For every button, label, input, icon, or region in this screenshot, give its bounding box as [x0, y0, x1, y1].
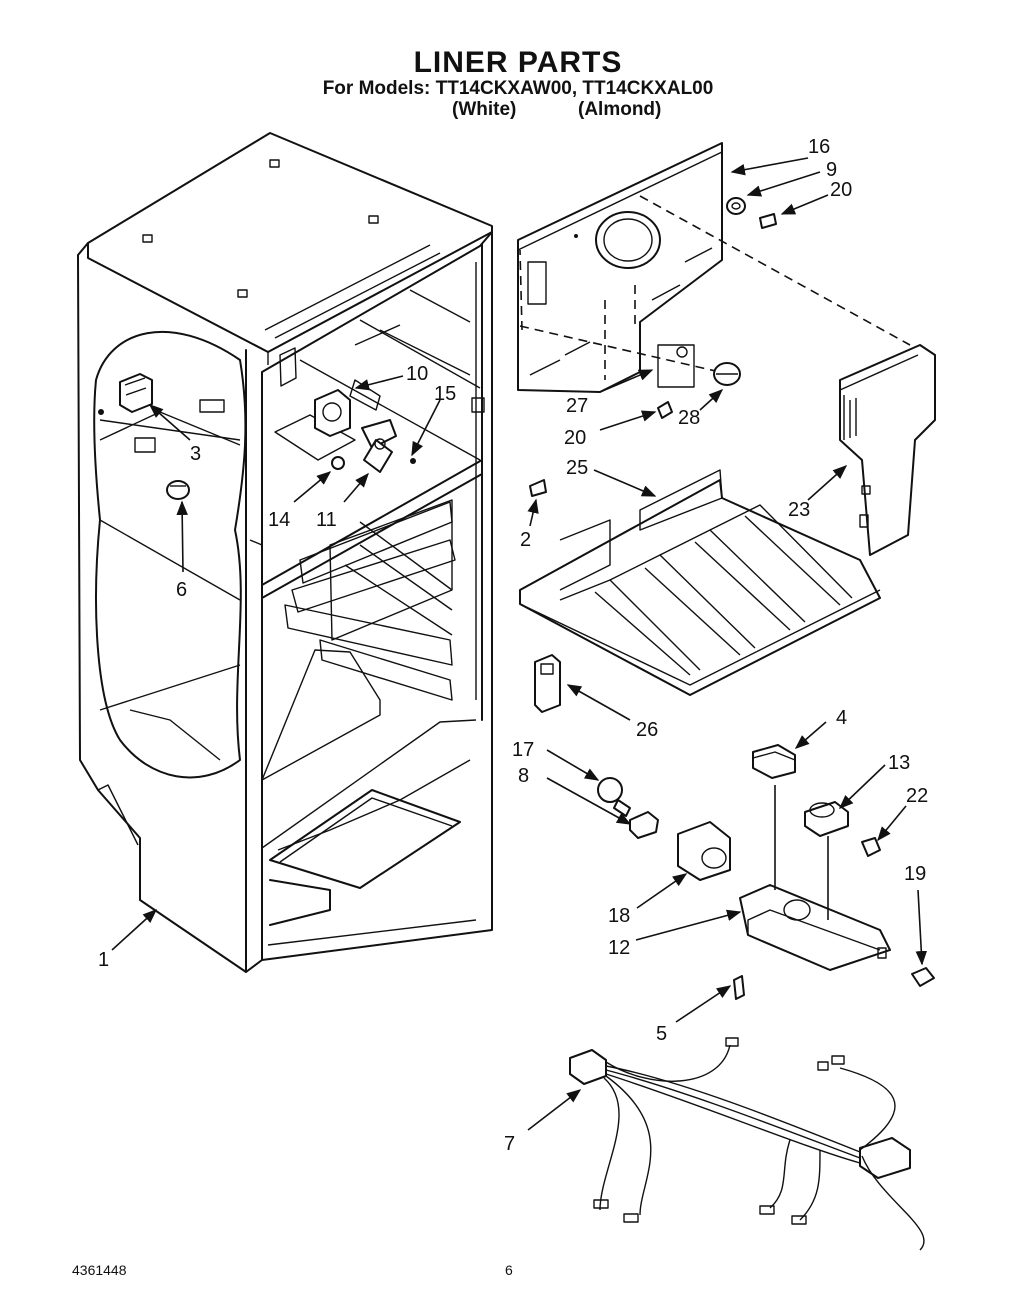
color-white-label: (White) — [452, 99, 517, 120]
callout-5: 5 — [656, 1023, 667, 1045]
callout-28: 28 — [678, 407, 700, 429]
callout-20-mid: 20 — [564, 427, 586, 449]
part-4-knob — [752, 744, 796, 779]
assembly-line-top — [639, 195, 911, 346]
part-6-plug — [166, 480, 190, 500]
document-number: 4361448 — [72, 1262, 127, 1278]
callout-2: 2 — [520, 529, 531, 551]
part-3-control — [119, 373, 153, 413]
callout-8: 8 — [518, 765, 529, 787]
part-26-switch — [534, 654, 561, 713]
part-18-light-shield — [677, 821, 731, 881]
callout-3: 3 — [190, 443, 201, 465]
part-9-grommet — [726, 197, 746, 215]
callout-13: 13 — [888, 752, 910, 774]
part-10-fan-motor — [274, 379, 381, 461]
page-title: LINER PARTS — [413, 46, 623, 79]
part-14-screw — [331, 456, 345, 470]
callout-1: 1 — [98, 949, 109, 971]
callout-18: 18 — [608, 905, 630, 927]
model-colors: (White) (Almond) — [0, 99, 1036, 123]
part-19-clip — [911, 967, 935, 987]
part-16-evaporator-cover — [517, 142, 723, 393]
callout-4: 4 — [836, 707, 847, 729]
callout-25: 25 — [566, 457, 588, 479]
callout-14: 14 — [268, 509, 290, 531]
assembly-line-left — [519, 249, 523, 331]
callout-22: 22 — [906, 785, 928, 807]
page-number: 6 — [505, 1262, 513, 1278]
part-17-bulb — [597, 777, 631, 817]
callout-10: 10 — [406, 363, 428, 385]
callout-26: 26 — [636, 719, 658, 741]
part-22-knob — [861, 837, 881, 857]
part-5-screw — [733, 975, 745, 1000]
part-23-air-duct — [839, 344, 936, 556]
callout-20-top: 20 — [830, 179, 852, 201]
part-12-control-housing — [739, 785, 891, 971]
callout-23: 23 — [788, 499, 810, 521]
callout-7: 7 — [504, 1133, 515, 1155]
color-almond-label: (Almond) — [578, 99, 662, 120]
part-13-thermostat — [804, 801, 849, 920]
part-8-socket — [629, 811, 659, 839]
leader-lines — [111, 157, 928, 1131]
part-15-clip — [410, 458, 416, 464]
models-line: For Models: TT14CKXAW00, TT14CKXAL00 — [322, 78, 714, 99]
assembly-line-mid — [519, 325, 721, 373]
callout-17: 17 — [512, 739, 534, 761]
part-20-screw-top — [759, 213, 777, 229]
part-25-shelf — [519, 469, 881, 696]
part-2-screw — [529, 479, 547, 497]
callout-15: 15 — [434, 383, 456, 405]
callout-9: 9 — [826, 159, 837, 181]
refrigerator-liner — [77, 132, 493, 973]
callout-27: 27 — [566, 395, 588, 417]
callout-12: 12 — [608, 937, 630, 959]
callout-labels: 1 2 3 4 5 6 7 8 9 10 11 12 13 14 15 16 1… — [98, 136, 928, 1155]
part-20-screw-mid — [657, 401, 673, 419]
callout-6: 6 — [176, 579, 187, 601]
part-7-wire-harness — [569, 1037, 925, 1251]
callout-19: 19 — [904, 863, 926, 885]
callout-16: 16 — [808, 136, 830, 158]
callout-11: 11 — [316, 509, 337, 531]
part-28-plug — [713, 362, 741, 386]
part-11-fan-blade — [361, 419, 397, 473]
